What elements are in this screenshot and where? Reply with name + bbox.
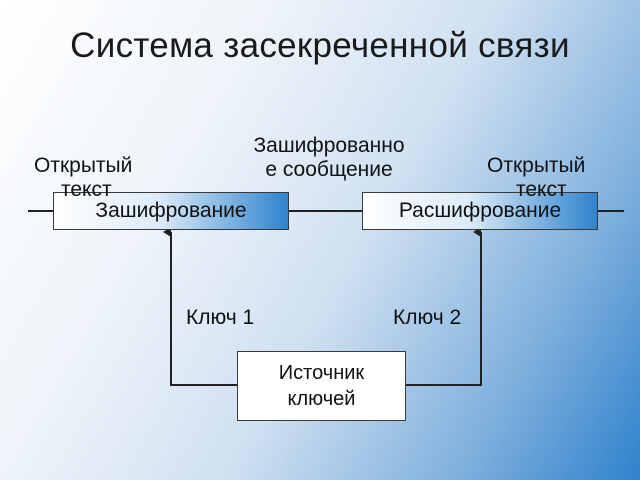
- plaintext-right-line-2: текст: [516, 178, 567, 201]
- key2-label: Ключ 2: [393, 306, 462, 329]
- plaintext-left-line-1: Открытый: [34, 154, 133, 177]
- key-source-box: Источник ключей: [237, 351, 406, 421]
- encrypted-message-line-1: Зашифрованно: [253, 134, 405, 157]
- encryption-box: Зашифрование: [53, 192, 289, 230]
- key2-line: [406, 227, 482, 386]
- key-source-line-2: ключей: [287, 388, 356, 410]
- key-source-line-1: Источник: [278, 362, 365, 384]
- key1-label: Ключ 1: [186, 306, 255, 329]
- key1-line: [163, 227, 237, 386]
- plaintext-left-line-2: текст: [61, 178, 112, 201]
- encrypted-message-label: Зашифрованно е сообщение: [235, 134, 423, 182]
- slide-title: Система засекреченной связи: [70, 26, 570, 65]
- encrypted-message-line-2: е сообщение: [265, 158, 393, 181]
- plaintext-left-label: Открытый текст: [34, 154, 132, 202]
- decryption-box: Расшифрование: [362, 192, 598, 230]
- plaintext-right-line-1: Открытый: [487, 154, 586, 177]
- plaintext-right-label: Открытый текст: [487, 154, 585, 202]
